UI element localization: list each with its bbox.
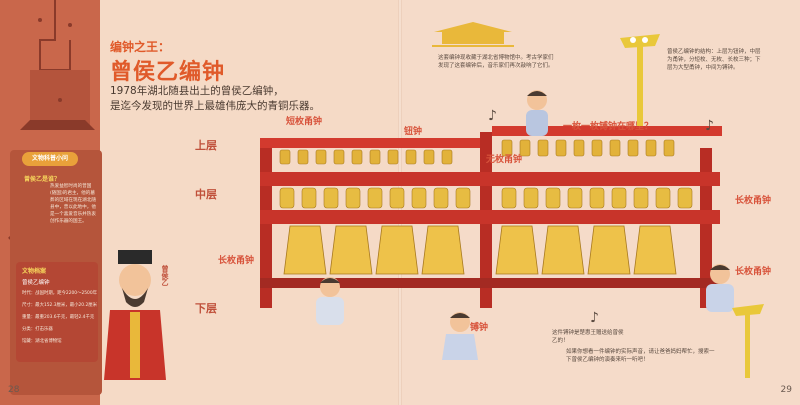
- music-note-icon: ♪: [590, 310, 599, 326]
- label-wu-yongzhong: 无枚甬钟: [486, 155, 523, 165]
- bird-mascot-bottom-icon: [732, 304, 764, 378]
- profile-item: 尺寸：最大152.3厘米，最小20.2厘米: [22, 303, 98, 308]
- kid-figure-bottom: [442, 312, 478, 360]
- kid-figure-left: [316, 277, 344, 325]
- bird-mascot-icon: [620, 34, 660, 126]
- label-short-yongzhong: 短枚甬钟: [286, 117, 323, 127]
- bell-rack-illustration: [260, 126, 722, 308]
- page-title: 曾侯乙编钟: [110, 60, 226, 85]
- music-note-icon: ♪: [488, 108, 497, 124]
- kicker: 编钟之王：: [110, 40, 171, 54]
- label-bozhong: 镈钟: [470, 323, 489, 333]
- page-number-left: 28: [8, 385, 20, 395]
- kid-figure-top: [526, 90, 548, 136]
- tier-mid-label: 中层: [195, 188, 217, 201]
- intro-text: 1978年湖北随县出土的曾侯乙编钟， 是迄今发现的世界上最雄伟庞大的青铜乐器。: [110, 84, 350, 114]
- label-long-yongzhong-right: 长枚甬钟: [735, 196, 772, 206]
- speaker-name: 曾侯乙: [161, 265, 169, 286]
- intro-line: 是迄今发现的世界上最雄伟庞大的青铜乐器。: [110, 100, 320, 112]
- bottom-note: 如果你想看一件编钟的实际声音，请让爸爸妈妈帮忙，搜索一下曾侯乙编钟的演奏来听一听…: [566, 349, 715, 363]
- page-number-right: 29: [780, 385, 792, 395]
- profile-card: 文物档案 曾侯乙编钟 时代：战国时期，距今2200～2500年 尺寸：最大152…: [16, 262, 98, 362]
- profile-header: 文物档案: [22, 268, 47, 275]
- intro-line: 1978年湖北随县出土的曾侯乙编钟，: [110, 85, 284, 97]
- question-label: 一枚一枚镈钟在哪里？: [563, 122, 654, 132]
- music-note-icon: ♪: [705, 118, 714, 134]
- card-answer: 热爱益智时尚的曾国(随国)的君主，他的墓葬的区域在现在湖北随县中，曾以此地中，他…: [50, 184, 96, 224]
- profile-item: 分类：打击乐器: [22, 327, 53, 332]
- tier-low-label: 下层: [195, 302, 217, 315]
- profile-item: 重量：最重203.6千克，最轻2.4千克: [22, 315, 95, 320]
- palace-icon: [432, 22, 514, 47]
- profile-name: 曾侯乙编钟: [22, 280, 50, 286]
- structure-note: 曾侯乙编钟的结构：上层为钮钟，中层为甬钟，分短枚、无枚、长枚三种；下层为大型甬钟…: [667, 49, 761, 71]
- tier-top-label: 上层: [195, 139, 217, 152]
- kid-figure-right: [706, 264, 734, 312]
- label-niuzhong: 钮钟: [404, 127, 423, 137]
- profile-item: 馆藏：湖北省博物馆: [22, 339, 62, 344]
- museum-note: 这套编钟现收藏于湖北省博物馆中。考古学家们发现了这套编钟后，音乐家们再次敲响了它…: [438, 55, 554, 69]
- kid-note: 这件镈钟是楚惠王赠送给曾侯乙的！: [552, 330, 624, 344]
- profile-item: 时代：战国时期，距今2200～2500年: [22, 291, 98, 296]
- card-question: 曾侯乙是谁？: [24, 176, 61, 183]
- marquis-figure: [104, 250, 166, 380]
- label-long-yongzhong-left: 长枚甬钟: [218, 256, 255, 266]
- card-header: 文物科普小问: [22, 152, 78, 166]
- label-long-yongzhong-right-2: 长枚甬钟: [735, 267, 772, 277]
